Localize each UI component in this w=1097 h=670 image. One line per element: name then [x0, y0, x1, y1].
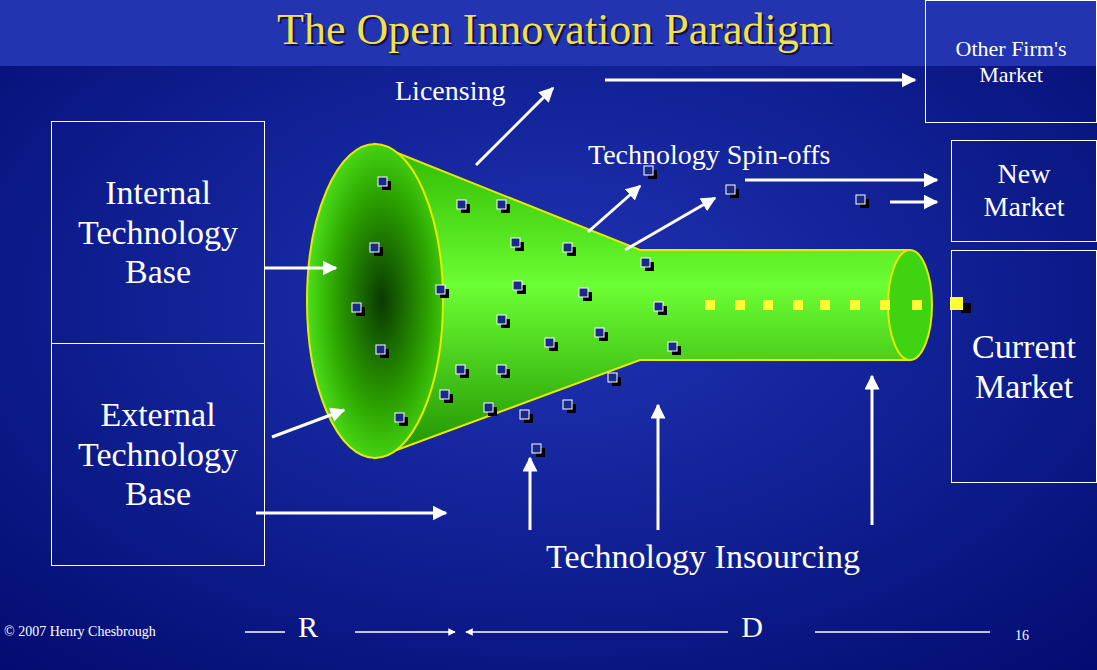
box-text: Other Firm's Market — [932, 36, 1090, 87]
page-number: 16 — [1015, 628, 1029, 643]
insourcing-label: Technology Insourcing — [546, 538, 860, 575]
flow-arrows — [256, 80, 937, 530]
idea-squares — [352, 166, 971, 457]
funnel-body — [375, 144, 910, 458]
copyright-note: © 2007 Henry Chesbrough — [4, 624, 156, 639]
market-box: External Technology Base — [51, 343, 265, 566]
market-box: Internal Technology Base — [51, 121, 265, 344]
axis-letter: D — [741, 610, 763, 643]
market-box: Current Market — [951, 250, 1097, 483]
slide-title: The Open Innovation Paradigm — [277, 6, 833, 54]
r-d-axis — [245, 631, 990, 633]
funnel-end — [888, 250, 932, 360]
market-box: New Market — [951, 140, 1097, 242]
spinoff-label: Technology Spin-offs — [588, 140, 831, 171]
market-box: Other Firm's Market — [925, 0, 1097, 123]
funnel-mouth — [307, 144, 443, 458]
box-text: External Technology Base — [58, 395, 258, 514]
box-text: New Market — [958, 158, 1090, 224]
axis-letter: R — [298, 610, 318, 643]
licensing-label: Licensing — [395, 76, 505, 107]
title-band — [0, 0, 1097, 66]
box-text: Internal Technology Base — [58, 173, 258, 292]
box-text: Current Market — [958, 327, 1090, 407]
